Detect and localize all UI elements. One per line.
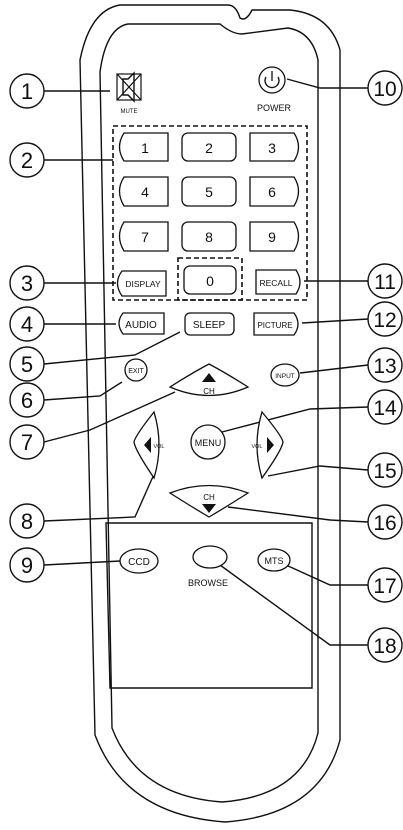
display-button[interactable]: DISPLAY [118,271,167,296]
browse-label: BROWSE [188,578,228,588]
digit-button-2[interactable]: 2 [182,133,236,161]
callout-10: 10 [368,71,402,105]
svg-text:CH: CH [203,387,215,396]
callout-14: 14 [368,390,402,424]
digit-button-0[interactable]: 0 [184,266,236,294]
svg-text:8: 8 [21,509,33,534]
svg-text:SLEEP: SLEEP [193,320,226,331]
svg-text:INPUT: INPUT [275,373,295,380]
picture-button[interactable]: PICTURE [254,313,298,335]
svg-text:8: 8 [205,229,213,245]
svg-text:1: 1 [141,140,149,156]
input-button[interactable]: INPUT [271,364,299,386]
mts-button[interactable]: MTS [258,549,290,571]
svg-text:PICTURE: PICTURE [257,321,292,330]
svg-text:13: 13 [373,355,396,378]
svg-text:4: 4 [21,312,33,337]
callout-8: 8 [10,504,44,538]
digit-button-9[interactable]: 9 [250,222,299,251]
mute-icon [117,73,141,101]
svg-text:4: 4 [141,184,149,200]
svg-text:16: 16 [373,512,396,535]
remote-outer-body [80,5,340,822]
svg-text:0: 0 [206,273,214,289]
digit-button-1[interactable]: 1 [120,133,169,161]
callout-11: 11 [368,264,402,298]
exit-button[interactable]: EXIT [125,359,147,381]
svg-text:RECALL: RECALL [259,278,292,288]
svg-text:7: 7 [141,229,149,245]
channel-up-button[interactable]: CH [170,364,248,396]
svg-text:14: 14 [373,397,397,420]
svg-text:17: 17 [373,575,396,598]
svg-text:CH: CH [203,493,215,502]
volume-up-button[interactable]: VOL [251,412,283,478]
svg-text:1: 1 [21,79,33,104]
digit-button-4[interactable]: 4 [120,177,169,206]
audio-button[interactable]: AUDIO [119,313,164,334]
svg-text:EXIT: EXIT [128,368,144,375]
svg-text:7: 7 [21,430,33,455]
callout-17: 17 [368,568,402,602]
power-button[interactable] [259,67,285,93]
svg-text:DISPLAY: DISPLAY [125,279,161,289]
volume-down-button[interactable]: VOL [134,412,165,478]
svg-text:2: 2 [205,140,213,156]
svg-text:6: 6 [21,388,33,413]
svg-text:9: 9 [21,553,33,578]
browse-button[interactable] [193,546,227,568]
callout-6: 6 [10,383,44,417]
svg-text:11: 11 [374,271,396,294]
svg-text:10: 10 [373,78,396,101]
svg-text:12: 12 [373,309,396,332]
callout-3: 3 [10,266,44,300]
svg-text:15: 15 [373,460,396,483]
svg-text:5: 5 [21,352,33,377]
channel-down-button[interactable]: CH [170,486,248,518]
svg-text:AUDIO: AUDIO [125,320,157,331]
sleep-button[interactable]: SLEEP [185,313,234,335]
svg-text:CCD: CCD [128,557,150,568]
callout-12: 12 [368,302,402,336]
svg-text:9: 9 [268,229,276,245]
callout-16: 16 [368,505,402,539]
recall-button[interactable]: RECALL [256,270,300,294]
callout-4: 4 [10,307,44,341]
svg-text:18: 18 [373,635,396,658]
svg-text:MTS: MTS [265,556,284,566]
svg-text:6: 6 [268,184,276,200]
callout-18: 18 [368,628,402,662]
svg-text:3: 3 [268,140,276,156]
svg-text:5: 5 [205,184,213,200]
digit-button-3[interactable]: 3 [250,133,299,161]
callout-5: 5 [10,347,44,381]
mute-label: MUTE [121,109,138,115]
digit-button-7[interactable]: 7 [120,222,169,251]
callout-13: 13 [368,348,402,382]
callout-7: 7 [10,425,44,459]
callout-1: 1 [10,74,44,108]
ccd-button[interactable]: CCD [120,549,158,573]
digit-button-6[interactable]: 6 [250,177,299,206]
menu-button[interactable]: MENU [191,425,225,459]
svg-text:3: 3 [21,271,33,296]
svg-text:VOL: VOL [153,444,164,450]
svg-text:MENU: MENU [195,438,222,448]
digit-button-5[interactable]: 5 [182,177,236,206]
power-label: POWER [257,103,292,113]
svg-text:VOL: VOL [251,444,262,450]
callout-9: 9 [10,548,44,582]
svg-text:2: 2 [21,148,33,173]
callout-15: 15 [368,453,402,487]
callout-2: 2 [10,143,44,177]
digit-button-8[interactable]: 8 [182,222,236,251]
